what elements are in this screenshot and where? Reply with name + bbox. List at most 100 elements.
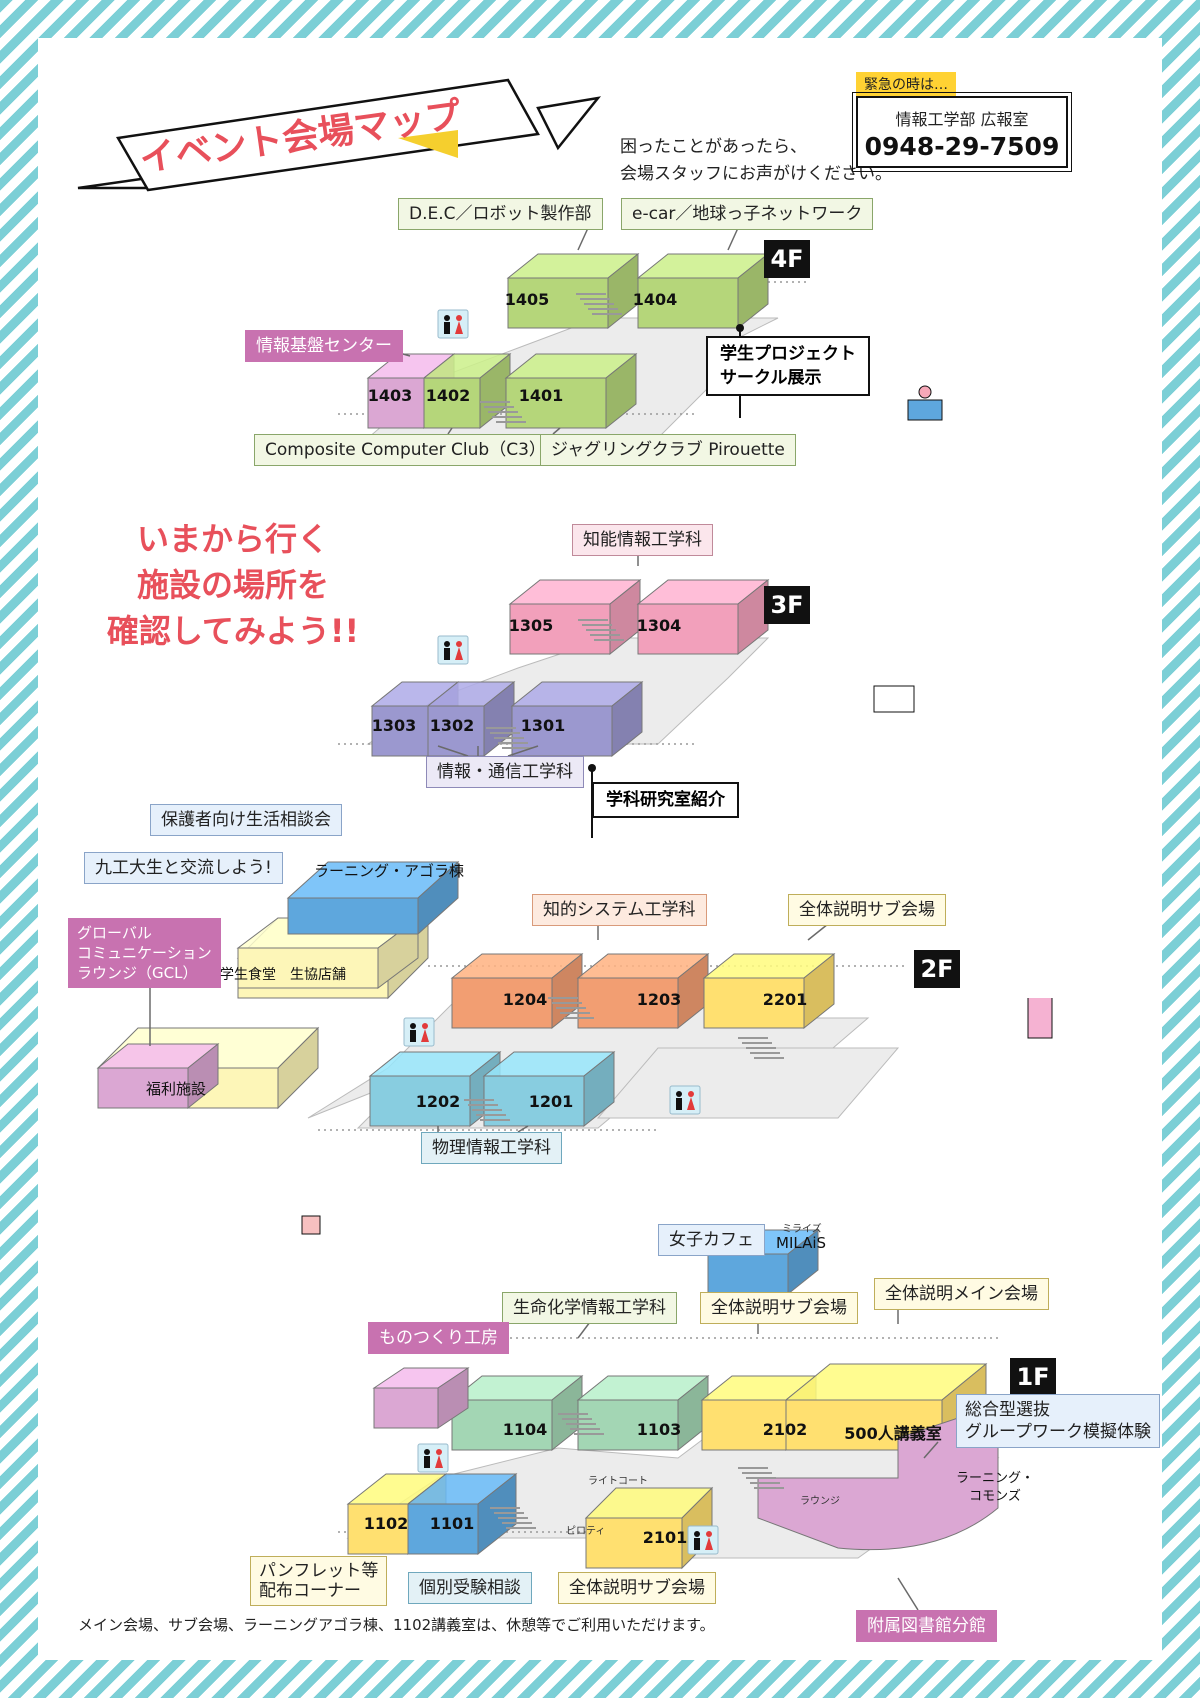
wc-1f-b-man-body — [694, 1538, 700, 1550]
box-1204-front — [451, 977, 553, 1029]
wc-1f-b-woman — [706, 1531, 712, 1537]
wc-1f-b-woman-body — [705, 1537, 713, 1550]
room-1103: 1103 — [636, 1420, 682, 1439]
flag-student-projects-line-2: サークル展示 — [720, 368, 822, 388]
robot-arm-icon — [301, 1215, 321, 1235]
robot-icon — [907, 399, 943, 421]
room-1302: 1302 — [429, 716, 475, 735]
headline-line-2: 施設の場所を — [136, 566, 329, 604]
room-1104: 1104 — [502, 1420, 548, 1439]
room-2201: 2201 — [762, 990, 808, 1009]
leader-4f-dec — [577, 227, 589, 251]
banner-tail-right — [536, 96, 602, 151]
room-1303: 1303 — [371, 716, 417, 735]
label-learning-commons-line-1: ラーニング・ — [956, 1471, 1035, 1486]
box-1403-front — [367, 377, 425, 429]
box-1302-front — [427, 705, 485, 757]
wc-2f-b-woman-body — [687, 1097, 695, 1110]
room-1102: 1102 — [363, 1514, 409, 1533]
label-sub-venue-1f-b: 全体説明サブ会場 — [558, 1572, 716, 1604]
wc-4f-man-body — [444, 322, 450, 334]
box-milais-front — [707, 1253, 789, 1295]
map-sheet: イベント会場マップ 困ったことがあったら、 会場スタッフにお声がけください。 緊… — [38, 38, 1162, 1660]
leader-4f-ecar — [727, 227, 739, 251]
leader-4f-jug — [552, 427, 561, 435]
leader-2f-sub — [807, 923, 829, 941]
pole-4f-cap — [736, 324, 744, 332]
help-line-1: 困ったことがあったら、 — [620, 137, 807, 157]
label-sub-venue-1f-a: 全体説明サブ会場 — [700, 1292, 858, 1324]
label-main-venue: 全体説明メイン会場 — [874, 1278, 1049, 1310]
room-1402: 1402 — [425, 386, 471, 405]
chart-icon — [873, 685, 915, 713]
beaker-icon — [1027, 998, 1053, 1039]
flag-student-projects-line-1: 学生プロジェクト — [720, 344, 856, 364]
wc-3f-man-body — [444, 648, 450, 660]
box-1101-front — [407, 1503, 479, 1555]
wc-3f-bg — [437, 635, 469, 665]
banner-body — [115, 78, 540, 192]
box-1102-front — [347, 1503, 409, 1555]
label-pamphlet-line-1: パンフレット等 — [259, 1561, 379, 1581]
emergency-tag: 緊急の時は… — [856, 72, 956, 96]
label-kobetsu: 個別受験相談 — [408, 1572, 532, 1604]
box-2101-front — [585, 1517, 683, 1569]
label-butsuri: 物理情報工学科 — [421, 1132, 562, 1164]
wc-1f-a-man — [424, 1449, 430, 1455]
room-2101: 2101 — [642, 1528, 688, 1547]
flag-lab-intro: 学科研究室紹介 — [592, 782, 739, 818]
label-cafeteria: 学生食堂 — [220, 967, 276, 983]
room-1203: 1203 — [636, 990, 682, 1009]
wc-2f-a-bg — [403, 1017, 435, 1047]
room-2102: 2102 — [762, 1420, 808, 1439]
floor-badge-2f: 2F — [914, 950, 960, 988]
wc-1f-a-man-body — [424, 1456, 430, 1468]
emergency-phone: 0948-29-7509 — [864, 132, 1060, 161]
label-sub-venue-2f: 全体説明サブ会場 — [788, 894, 946, 926]
wc-2f-a-woman — [422, 1023, 428, 1029]
label-gcl-line-2: コミュニケーション — [77, 944, 212, 962]
label-learning-commons-line-2: コモンズ — [969, 1489, 1021, 1504]
wc-2f-a-man-body — [410, 1030, 416, 1042]
headline-line-1: いまから行く — [136, 520, 329, 558]
label-student-exchange: 九工大生と交流しよう! — [84, 852, 283, 884]
help-line-2: 会場スタッフにお声がけください。 — [620, 164, 892, 184]
room-1401: 1401 — [518, 386, 564, 405]
label-tsushin: 情報・通信工学科 — [426, 756, 584, 788]
room-1202: 1202 — [415, 1092, 461, 1111]
label-lounge: ラウンジ — [800, 1496, 840, 1507]
label-sogo-line-1: 総合型選抜 — [965, 1400, 1050, 1420]
room-500: 500人講義室 — [844, 1424, 942, 1443]
room-1404: 1404 — [632, 290, 678, 309]
flag-student-projects: 学生プロジェクト サークル展示 — [706, 336, 870, 396]
label-sogo-line-2: グループワーク模擬体験 — [965, 1422, 1151, 1442]
headline-message: いまから行く 施設の場所を 確認してみよう!! — [83, 516, 383, 654]
wc-3f-woman — [456, 641, 462, 647]
label-gcl-line-3: ラウンジ（GCL） — [77, 964, 198, 982]
robot-icon-head — [918, 385, 932, 399]
label-learning-commons: ラーニング・ コモンズ — [956, 1470, 1034, 1506]
wc-3f-woman-body — [455, 647, 463, 660]
banner-accent — [398, 130, 458, 158]
label-chiteki: 知的システム工学科 — [532, 894, 707, 926]
room-1201: 1201 — [528, 1092, 574, 1111]
leader-1f-sogo — [923, 1441, 939, 1459]
wc-2f-b-man-body — [676, 1098, 682, 1110]
wc-4f-bg — [437, 309, 469, 339]
room-1403: 1403 — [367, 386, 413, 405]
leader-3f-1301 — [507, 745, 539, 757]
label-parents-consult: 保護者向け生活相談会 — [150, 804, 342, 836]
label-ecar: e-car／地球っ子ネットワーク — [621, 198, 874, 230]
room-1304: 1304 — [636, 616, 682, 635]
label-dec: D.E.C／ロボット製作部 — [398, 198, 603, 230]
box-1303-front — [371, 705, 429, 757]
leader-1f-seimei — [577, 1321, 591, 1339]
label-welfare: 福利施設 — [146, 1080, 207, 1098]
wc-2f-b-bg — [669, 1085, 701, 1115]
leader-2f-1201 — [517, 1125, 529, 1133]
leader-4f-c3 — [447, 427, 453, 435]
box-monotsukuri-front — [373, 1387, 439, 1429]
wc-2f-a-woman-body — [421, 1029, 429, 1042]
leader-3f-1303 — [437, 745, 469, 757]
floor-badge-4f: 4F — [764, 240, 810, 278]
